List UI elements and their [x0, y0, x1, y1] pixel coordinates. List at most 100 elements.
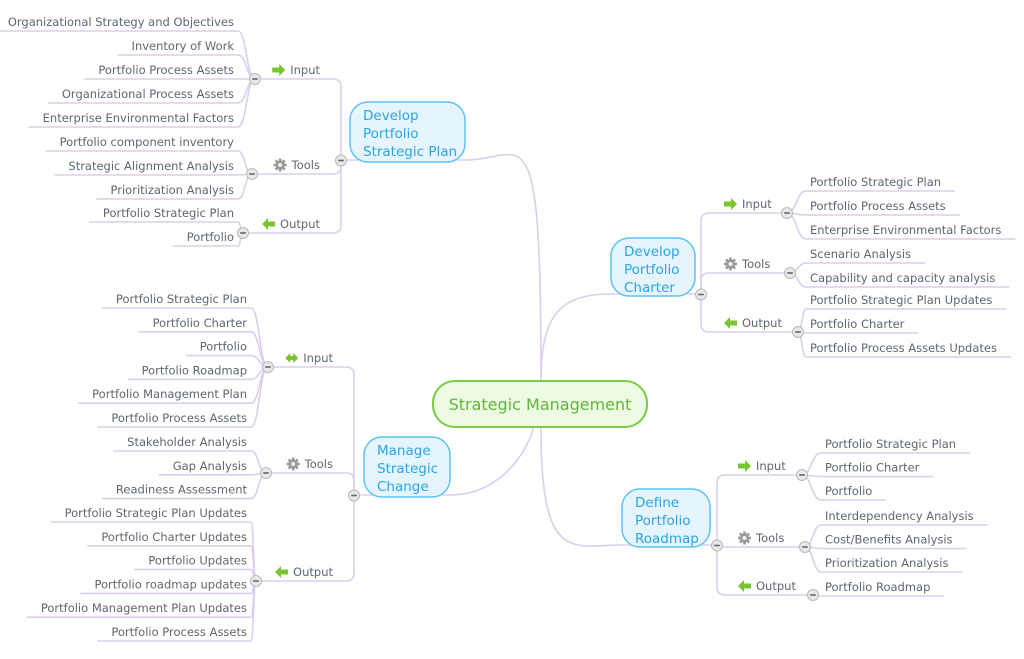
leaf-item[interactable]: Portfolio Charter	[810, 317, 905, 331]
leaf-item[interactable]: Inventory of Work	[132, 39, 235, 53]
leaf-item[interactable]: Portfolio Strategic Plan	[825, 437, 956, 451]
leaf-item[interactable]: Portfolio component inventory	[60, 135, 235, 149]
process-node-box	[621, 488, 711, 548]
process-node-label: Charter	[624, 280, 675, 296]
category-input[interactable]: Input	[303, 351, 333, 365]
leaf-item[interactable]: Interdependency Analysis	[825, 509, 974, 523]
connector-line	[250, 366, 269, 428]
leaf-item[interactable]: Organizational Strategy and Objectives	[8, 15, 234, 29]
category-collapse-toggle[interactable]	[807, 589, 819, 601]
leaf-item[interactable]: Organizational Process Assets	[62, 87, 234, 101]
leaf-item[interactable]: Portfolio Strategic Plan	[103, 206, 234, 220]
leaf-item[interactable]: Prioritization Analysis	[111, 183, 234, 197]
gear-icon	[286, 457, 300, 471]
category-label: Tools	[755, 531, 784, 545]
process-collapse-toggle[interactable]	[711, 539, 723, 552]
arrow-left-icon	[275, 566, 289, 578]
leaf-item[interactable]: Portfolio Roadmap	[825, 580, 930, 594]
category-output[interactable]: Output	[756, 579, 796, 593]
category-input[interactable]: Input	[290, 63, 320, 77]
leaf-item[interactable]: Gap Analysis	[173, 459, 247, 473]
leaf-item[interactable]: Portfolio Strategic Plan	[810, 175, 941, 189]
leaf-item[interactable]: Portfolio	[825, 484, 872, 498]
leaf-item[interactable]: Portfolio Charter	[153, 316, 248, 330]
leaf-item[interactable]: Portfolio Charter	[825, 461, 920, 475]
process-node-box	[610, 237, 696, 297]
leaf-item[interactable]: Readiness Assessment	[116, 483, 248, 497]
category-collapse-toggle[interactable]	[262, 361, 274, 373]
category-tools[interactable]: Tools	[741, 257, 770, 271]
process-collapse-toggle[interactable]	[348, 489, 360, 502]
gear-icon	[724, 257, 737, 271]
connector-line	[700, 212, 787, 294]
category-output[interactable]: Output	[742, 316, 782, 330]
category-collapse-toggle[interactable]	[237, 227, 249, 239]
leaf-item[interactable]: Portfolio	[187, 230, 234, 244]
category-label: Output	[280, 217, 320, 231]
root-node[interactable]: Strategic Management	[432, 380, 648, 428]
process-node-label: Strategic	[377, 461, 438, 477]
category-label: Tools	[291, 158, 320, 172]
leaf-item[interactable]: Portfolio Updates	[148, 554, 247, 568]
leaf-item[interactable]: Portfolio Process Assets	[810, 199, 946, 213]
leaf-item[interactable]: Portfolio Management Plan	[92, 387, 247, 401]
leaf-item[interactable]: Portfolio Process Assets	[111, 625, 247, 639]
category-collapse-toggle[interactable]	[792, 326, 804, 338]
category-collapse-toggle[interactable]	[796, 469, 808, 481]
category-input[interactable]: Input	[756, 459, 786, 473]
category-collapse-toggle[interactable]	[799, 541, 811, 553]
arrow-left-icon	[738, 580, 751, 592]
category-tools[interactable]: Tools	[755, 531, 784, 545]
leaf-item[interactable]: Portfolio Process Assets	[98, 63, 234, 77]
process-node-label: Strategic Plan	[363, 144, 457, 160]
category-collapse-toggle[interactable]	[784, 267, 796, 279]
category-collapse-toggle[interactable]	[260, 467, 272, 479]
leaf-item[interactable]: Stakeholder Analysis	[127, 435, 247, 449]
leaf-item[interactable]: Portfolio	[200, 340, 247, 354]
leaf-item[interactable]: Scenario Analysis	[810, 247, 911, 261]
process-collapse-toggle[interactable]	[335, 154, 347, 167]
category-label: Output	[293, 565, 333, 579]
arrow-right-icon	[272, 64, 286, 76]
connector-line	[716, 474, 802, 545]
category-output[interactable]: Output	[280, 217, 320, 231]
leaf-item[interactable]: Portfolio Strategic Plan Updates	[810, 293, 992, 307]
category-collapse-toggle[interactable]	[249, 73, 261, 85]
leaf-item[interactable]: Portfolio Management Plan Updates	[41, 601, 247, 615]
category-tools[interactable]: Tools	[304, 457, 333, 471]
leaf-item[interactable]: Enterprise Environmental Factors	[810, 223, 1001, 237]
leaf-item[interactable]: Capability and capacity analysis	[810, 271, 995, 285]
process-node-label: Manage	[377, 443, 431, 459]
leaf-item[interactable]: Portfolio Strategic Plan	[116, 292, 247, 306]
category-collapse-toggle[interactable]	[246, 168, 258, 180]
category-collapse-toggle[interactable]	[781, 207, 793, 219]
category-output[interactable]: Output	[293, 565, 333, 579]
connector-lines	[0, 30, 1016, 642]
leaf-item[interactable]: Portfolio Charter Updates	[101, 530, 247, 544]
connector-line	[256, 495, 355, 582]
leaf-item[interactable]: Portfolio Process Assets	[111, 411, 247, 425]
category-input[interactable]: Input	[742, 197, 772, 211]
leaf-item[interactable]: Strategic Alignment Analysis	[68, 159, 234, 173]
connector-line	[540, 427, 623, 547]
category-label: Input	[290, 63, 320, 77]
leaf-item[interactable]: Prioritization Analysis	[825, 556, 948, 570]
leaf-item[interactable]: Portfolio roadmap updates	[94, 577, 247, 591]
category-collapse-toggle[interactable]	[250, 575, 262, 587]
leaf-item[interactable]: Portfolio Roadmap	[142, 363, 247, 377]
category-tools[interactable]: Tools	[291, 158, 320, 172]
process-collapse-toggle[interactable]	[695, 288, 707, 301]
leaf-item[interactable]: Enterprise Environmental Factors	[43, 111, 234, 125]
leaf-item[interactable]: Portfolio Strategic Plan Updates	[65, 506, 247, 520]
arrow-left-icon	[262, 218, 276, 230]
process-node-label: Portfolio	[363, 126, 419, 142]
leaf-item[interactable]: Portfolio Process Assets Updates	[810, 341, 997, 355]
leaf-item[interactable]: Cost/Benefits Analysis	[825, 533, 953, 547]
